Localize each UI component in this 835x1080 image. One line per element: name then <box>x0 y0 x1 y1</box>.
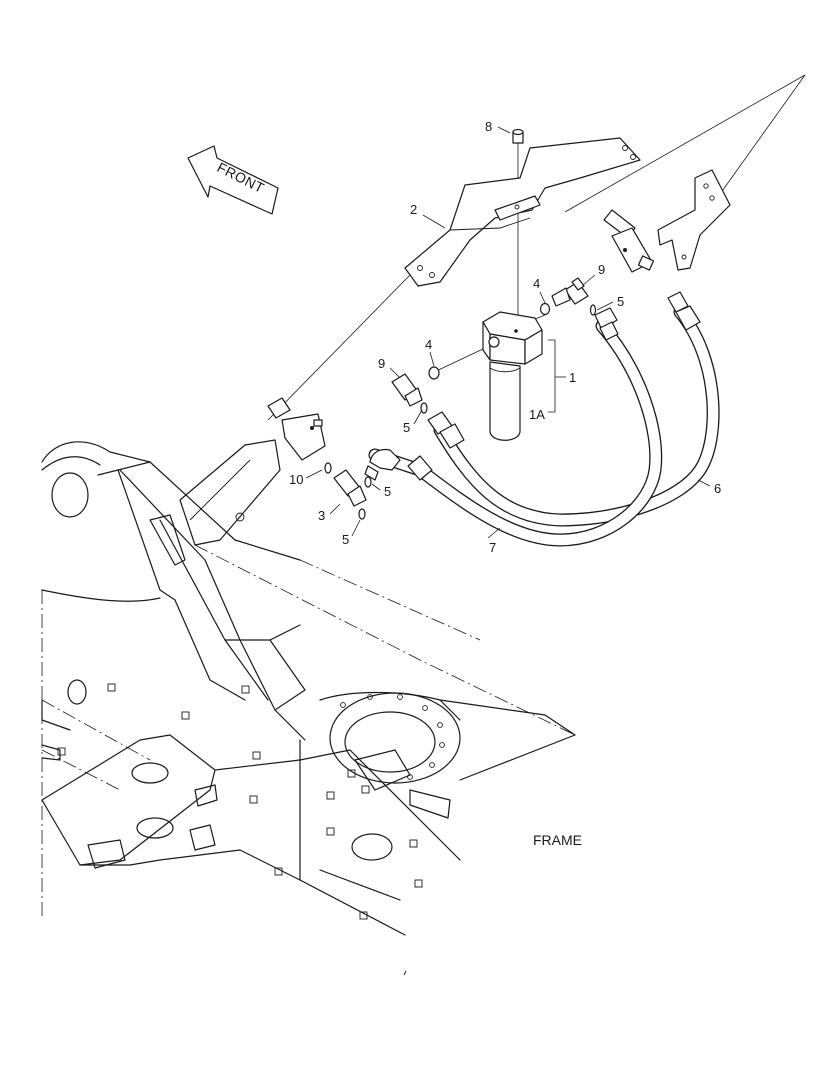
callout-5-bottom: 5 <box>342 532 349 547</box>
front-arrow: FRONT <box>187 145 279 215</box>
hoses <box>364 291 720 547</box>
callout-10: 10 <box>289 472 303 487</box>
leader-lines <box>267 74 806 421</box>
stray-mark <box>403 970 407 976</box>
filter-assembly <box>482 311 543 441</box>
callout-5-lower: 5 <box>403 420 410 435</box>
callout-5-upper: 5 <box>617 294 624 309</box>
callout-6: 6 <box>714 481 721 496</box>
callout-5-valve: 5 <box>384 484 391 499</box>
callout-labels: 8 2 4 9 5 1 1A 4 9 5 6 10 5 3 5 7 <box>289 119 721 555</box>
callout-7: 7 <box>489 540 496 555</box>
callout-2: 2 <box>410 202 417 217</box>
callout-9-upper: 9 <box>598 262 605 277</box>
callout-9-lower: 9 <box>378 356 385 371</box>
callout-8: 8 <box>485 119 492 134</box>
valve-right <box>603 209 655 273</box>
fittings <box>267 277 597 520</box>
bolt-8 <box>512 128 524 144</box>
callout-1: 1 <box>569 370 576 385</box>
frame-label: FRAME <box>533 832 582 848</box>
mounting-bracket <box>404 137 641 287</box>
frame-structure <box>41 439 576 936</box>
callout-4-upper: 4 <box>533 276 540 291</box>
callout-3: 3 <box>318 508 325 523</box>
callout-leaders <box>305 126 711 539</box>
valve-bracket-right <box>657 169 731 271</box>
callout-1a: 1A <box>529 407 545 422</box>
callout-4-lower: 4 <box>425 337 432 352</box>
